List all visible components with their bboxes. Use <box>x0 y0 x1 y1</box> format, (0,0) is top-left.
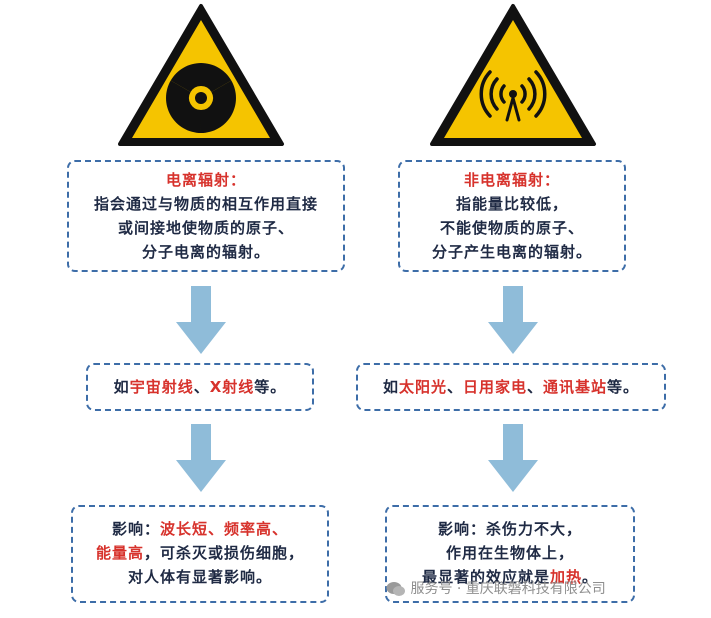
definition-line: 分子电离的辐射。 <box>141 243 270 261</box>
non-ionizing-radiation-icon <box>479 70 547 122</box>
impact-text: ，可杀灭或损伤细胞， <box>144 544 305 562</box>
examples-separator: 、 <box>527 378 544 396</box>
examples-separator: 、 <box>446 378 463 396</box>
impact-text: 杀伤力不大， <box>486 520 583 538</box>
watermark: 服务号 · 重庆联磐科技有限公司 <box>386 578 606 598</box>
down-arrow-icon <box>176 286 226 354</box>
examples-separator: 、 <box>193 378 210 396</box>
examples-suffix: 等。 <box>607 378 640 396</box>
definition-line: 分子产生电离的辐射。 <box>431 243 592 261</box>
definition-line: 指能量比较低， <box>455 195 568 213</box>
impact-label: 影响： <box>437 520 486 538</box>
impact-text: 对人体有显著影响。 <box>127 568 272 586</box>
down-arrow-icon <box>176 424 226 492</box>
down-arrow-icon <box>488 286 538 354</box>
ionizing-radiation-impact-box: 影响：波长短、频率高、 能量高，可杀灭或损伤细胞， 对人体有显著影响。 <box>71 505 329 603</box>
impact-text: 作用在生物体上， <box>445 544 574 562</box>
non-ionizing-radiation-impact-box: 影响：杀伤力不大， 作用在生物体上， 最显著的效应就是加热。 <box>385 505 635 603</box>
watermark-text: 服务号 · 重庆联磐科技有限公司 <box>410 581 606 597</box>
down-arrow-icon <box>488 424 538 492</box>
examples-suffix: 等。 <box>254 378 287 396</box>
example-cosmic-rays: 宇宙射线 <box>129 378 194 396</box>
example-home-appliances: 日用家电 <box>462 378 527 396</box>
impact-text: 最显著的效应就是 <box>421 568 550 586</box>
non-ionizing-radiation-examples-box: 如太阳光、日用家电、通讯基站等。 <box>356 363 666 411</box>
ionizing-radiation-warning-sign <box>118 4 284 146</box>
non-ionizing-radiation-title: 非电离辐射： <box>463 171 560 189</box>
ionizing-radiation-examples-box: 如宇宙射线、X射线等。 <box>86 363 314 411</box>
examples-prefix: 如 <box>113 378 130 396</box>
examples-prefix: 如 <box>382 378 399 396</box>
radiation-trefoil-icon <box>166 63 236 133</box>
impact-label: 影响： <box>111 520 160 538</box>
impact-highlight: 波长短、频率高、 <box>160 520 289 538</box>
example-base-stations: 通讯基站 <box>543 378 608 396</box>
definition-line: 不能使物质的原子、 <box>439 219 584 237</box>
example-x-rays: X射线 <box>209 378 255 396</box>
definition-line: 指会通过与物质的相互作用直接 <box>93 195 318 213</box>
wechat-icon <box>386 582 405 596</box>
ionizing-radiation-title: 电离辐射： <box>165 171 246 189</box>
non-ionizing-radiation-warning-sign <box>430 4 596 146</box>
non-ionizing-radiation-definition-box: 非电离辐射： 指能量比较低， 不能使物质的原子、 分子产生电离的辐射。 <box>398 160 626 272</box>
definition-line: 或间接地使物质的原子、 <box>117 219 294 237</box>
ionizing-radiation-definition-box: 电离辐射： 指会通过与物质的相互作用直接 或间接地使物质的原子、 分子电离的辐射… <box>67 160 345 272</box>
impact-highlight: 能量高 <box>95 544 144 562</box>
impact-text: 。 <box>582 568 599 586</box>
example-sunlight: 太阳光 <box>398 378 447 396</box>
impact-highlight: 加热 <box>549 568 582 586</box>
